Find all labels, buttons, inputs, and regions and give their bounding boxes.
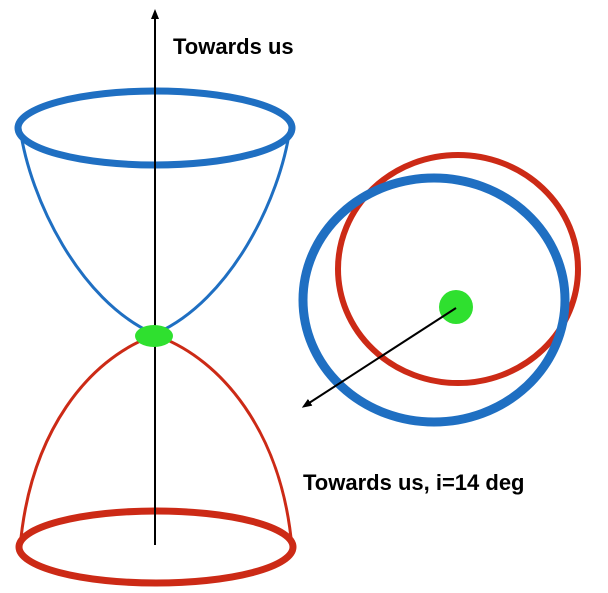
upper-cone-left-side	[18, 127, 153, 335]
lower-cone-left-side	[18, 335, 151, 549]
axis-label-top: Towards us	[173, 34, 294, 59]
upper-cone-right-side	[156, 127, 292, 335]
inclined-axis	[301, 307, 457, 408]
red-cone-ring	[335, 152, 581, 386]
axis-label-inclined: Towards us, i=14 deg	[303, 470, 525, 495]
edge-on-bicone	[14, 9, 297, 587]
blue-cone-ring	[298, 173, 570, 427]
inclined-center-dot	[439, 290, 473, 324]
lower-cone-right-side	[159, 335, 294, 549]
center-dot	[135, 325, 173, 347]
inclined-bicone	[298, 152, 581, 427]
